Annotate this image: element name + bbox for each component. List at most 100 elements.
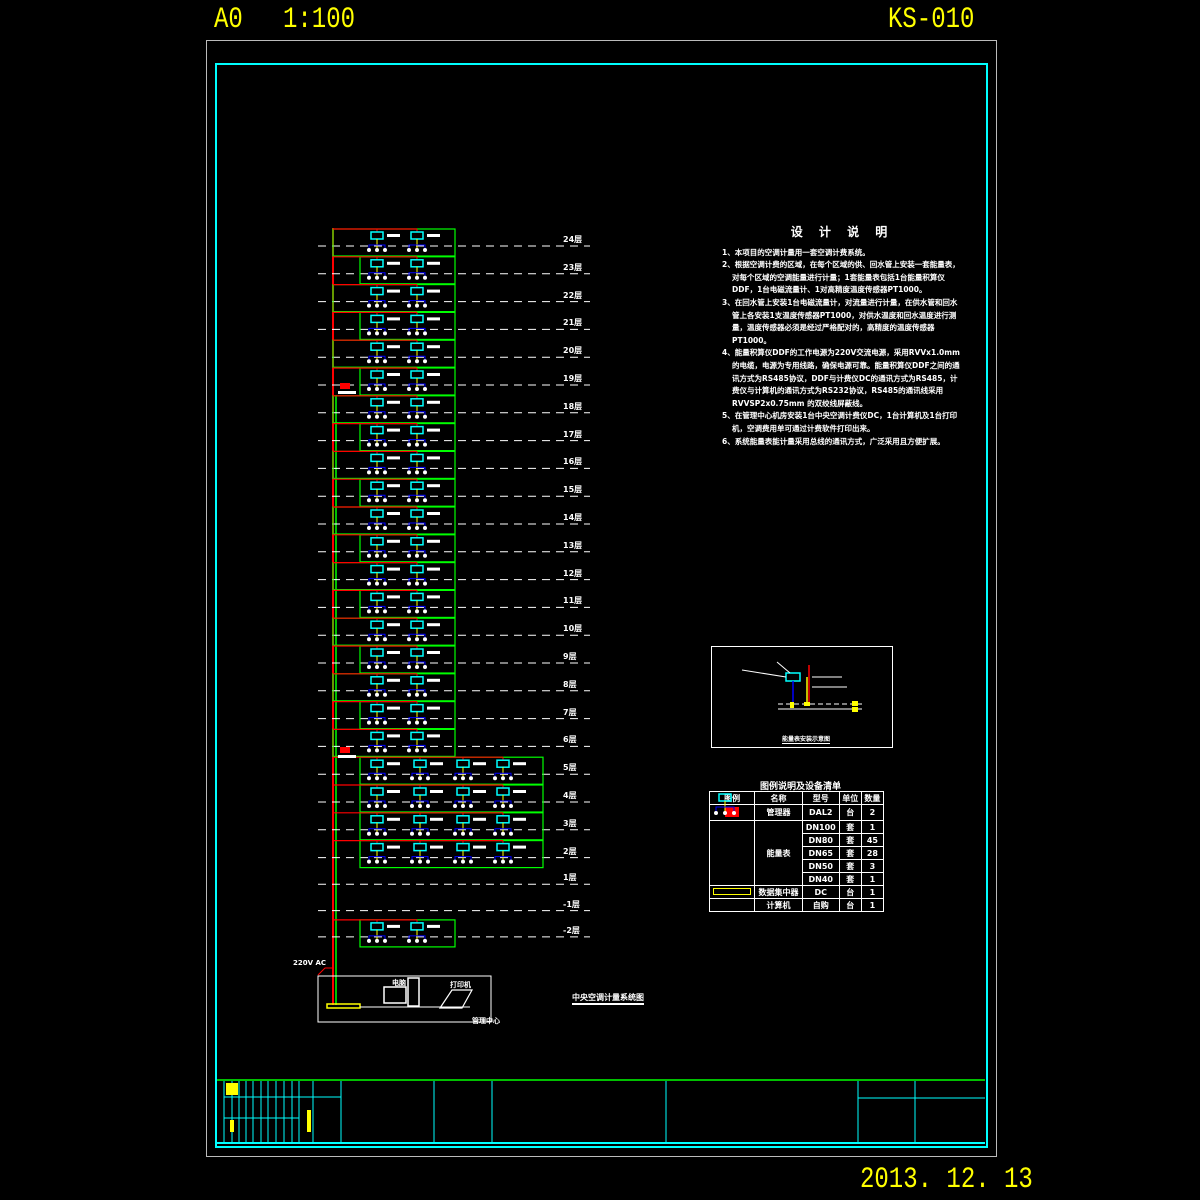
title-block-stamp [307,1110,311,1132]
sensor-icon [423,248,427,252]
sensor-icon [367,776,371,781]
meter-tag [427,456,440,460]
floor-label: 18层 [563,401,583,411]
meter-tag [513,790,526,793]
sensor-icon [418,804,422,808]
energy-meter-icon [370,731,384,741]
meter-branch [368,244,386,249]
sensor-icon [423,442,427,447]
sheet-size: A0 [214,3,243,37]
meter-tag [387,428,400,432]
meter-tag [387,373,400,376]
meter-tag [427,539,440,543]
meter-branch [368,355,386,361]
sensor-icon [415,303,419,308]
meter-tag [513,845,526,849]
meter-branch [494,800,512,805]
legend-model: DN40 [801,872,840,886]
drawing-frame [215,63,988,1148]
meter-tag [427,428,440,432]
sensor-icon [383,526,387,530]
sensor-icon [418,859,422,864]
sensor-icon [375,526,379,530]
manager-icon [340,383,350,389]
energy-meter-icon [410,453,424,463]
meter-tag [387,924,400,928]
sensor-icon [501,804,505,808]
energy-meter-icon [456,842,470,852]
sensor-icon [375,498,379,503]
sensor-icon [493,804,497,808]
meter-branch [411,856,429,861]
sensor-icon [383,776,387,781]
meter-tag [387,456,400,460]
power-feed [317,967,333,976]
energy-meter-icon [410,564,424,574]
sensor-icon [423,665,427,669]
sensor-icon [383,498,387,503]
meter-tag [387,345,400,349]
meter-tag [427,317,440,321]
sensor-icon [423,331,427,336]
sensor-icon [423,359,427,364]
meter-tag [427,400,440,404]
sensor-icon [367,831,371,836]
meter-branch [408,522,426,527]
energy-meter-icon [370,703,384,713]
meter-tag [387,289,400,293]
sensor-icon [415,609,419,614]
sensor-icon [375,692,379,697]
sensor-icon [415,359,419,364]
sensor-icon [367,859,371,864]
floor-label: 14层 [563,513,583,522]
meter-tag [473,762,486,766]
meter-tag [427,651,440,654]
sensor-icon [501,776,505,781]
sensor-icon [407,414,411,419]
energy-meter-icon [413,787,427,796]
meter-branch [408,439,426,444]
legend-row: DN50 套 3 [710,859,885,873]
legend-model: DAL2 [801,804,840,821]
sensor-icon [461,859,465,864]
energy-meter-icon [496,759,510,768]
sensor-icon [423,720,427,725]
sensor-icon [423,609,427,614]
legend-unit: 套 [838,859,862,873]
energy-meter-icon [410,342,424,351]
install-detail-box: 能量表安装示意图 [711,646,893,748]
meter-branch [368,856,386,861]
legend-unit: 套 [838,820,862,834]
sensor-icon [407,609,411,614]
sensor-icon [383,359,387,364]
legend-name: 数据集中器 [754,885,803,899]
meter-branch [454,800,472,805]
sensor-icon [375,414,379,419]
legend-model: DN65 [801,846,840,860]
meter-branch [408,550,426,555]
sensor-icon [407,359,411,364]
legend-header: 单位 [838,791,862,805]
meter-branch [408,494,426,500]
sensor-icon [375,938,379,943]
meter-tag [473,817,486,821]
floor-label: 22层 [563,290,583,300]
note-item: 2、根据空调计费的区域，在每个区域的供、回水管上安装一套能量表，对每个区域的空调… [722,260,960,295]
floor-label: 11层 [563,596,583,606]
sensor-icon [383,692,387,697]
legend-row: 计算机 自购 台 1 [708,898,885,912]
meter-tag [387,706,400,710]
meter-branch [368,828,386,833]
energy-meter-icon [370,592,384,602]
meter-tag [427,484,440,488]
sensor-icon [453,776,457,781]
legend-unit: 台 [838,804,862,821]
sensor-icon [407,248,411,252]
meter-tag [430,817,443,821]
sensor-icon [383,275,387,280]
energy-meter-icon [370,259,384,268]
sensor-icon [415,414,419,419]
energy-meter-icon [370,759,384,768]
sensor-icon [383,414,387,419]
